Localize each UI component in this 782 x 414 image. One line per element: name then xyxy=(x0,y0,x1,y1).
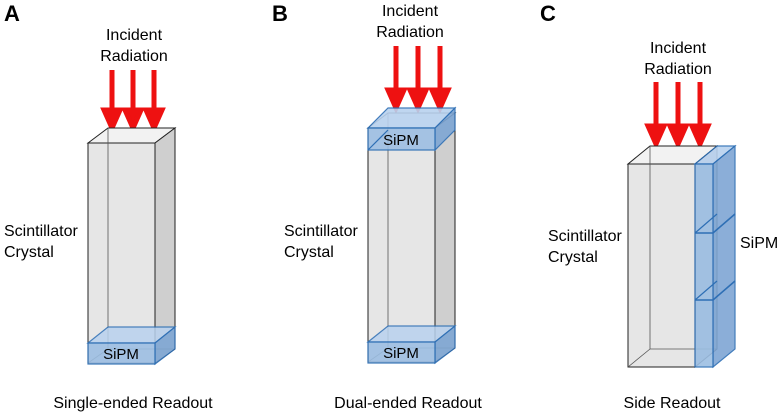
incident-radiation-label-line2: Radiation xyxy=(644,61,712,78)
radiation-arrow-head xyxy=(406,87,430,115)
sipm-bottom xyxy=(366,324,457,365)
sipm-top xyxy=(366,106,457,152)
crystal-label-line1: Scintillator xyxy=(284,223,358,240)
crystal-label-line2: Crystal xyxy=(548,249,598,266)
crystal-label-line2: Crystal xyxy=(284,244,334,261)
panel-letter-c: C xyxy=(540,1,556,26)
sipm-label-bottom: SiPM xyxy=(383,345,419,362)
caption-b: Dual-ended Readout xyxy=(334,395,482,412)
incident-radiation-arrows xyxy=(644,82,712,151)
radiation-arrow-head xyxy=(100,107,124,135)
radiation-arrow-head xyxy=(644,123,668,151)
sipm-bottom xyxy=(86,325,177,366)
crystal-label-line2: Crystal xyxy=(4,244,54,261)
sipm-side-array xyxy=(693,144,737,369)
panel-b: B Incident Radiation SiPM xyxy=(272,1,482,412)
sipm-label-side: SiPM xyxy=(740,235,778,252)
radiation-arrow-head xyxy=(121,107,145,135)
radiation-arrow-head xyxy=(142,107,166,135)
radiation-arrow-head xyxy=(688,123,712,151)
crystal-label-line1: Scintillator xyxy=(548,228,622,245)
incident-radiation-arrows xyxy=(384,46,452,115)
radiation-arrow-head xyxy=(384,87,408,115)
radiation-arrow-head xyxy=(428,87,452,115)
incident-radiation-label-line1: Incident xyxy=(650,40,707,57)
panel-letter-a: A xyxy=(4,1,20,26)
radiation-arrow-head xyxy=(666,123,690,151)
incident-radiation-label-line2: Radiation xyxy=(376,24,444,41)
panel-letter-b: B xyxy=(272,1,288,26)
incident-radiation-label-line1: Incident xyxy=(106,27,163,44)
caption-c: Side Readout xyxy=(624,395,722,412)
caption-a: Single-ended Readout xyxy=(53,395,213,412)
panel-c: C Incident Radiation xyxy=(540,1,778,412)
sipm-label-top: SiPM xyxy=(383,132,419,149)
incident-radiation-label-line2: Radiation xyxy=(100,48,168,65)
panel-a: A Incident Radiation SiPM Scintillator C… xyxy=(4,1,213,412)
sipm-label-bottom: SiPM xyxy=(103,346,139,363)
incident-radiation-arrows xyxy=(100,70,166,135)
incident-radiation-label-line1: Incident xyxy=(382,3,439,20)
crystal-label-line1: Scintillator xyxy=(4,223,78,240)
